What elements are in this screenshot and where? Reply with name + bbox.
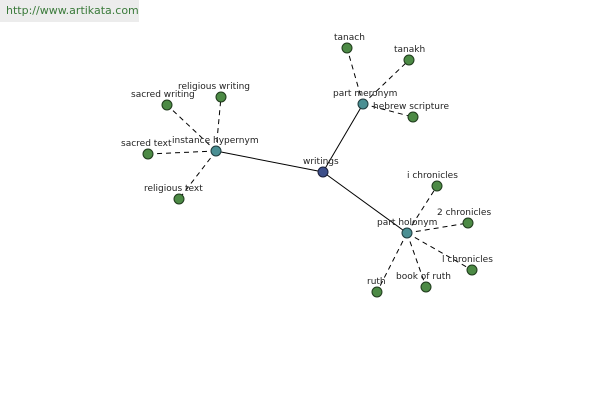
node-sacred-writing[interactable]	[161, 99, 173, 111]
node-sacred-text[interactable]	[142, 148, 154, 160]
label-part-meronym: part meronym	[333, 89, 397, 99]
label-2-chronicles: 2 chronicles	[437, 208, 491, 218]
label-tanach: tanach	[334, 33, 365, 43]
graph-nodes	[142, 42, 478, 298]
node-hebrew-scripture[interactable]	[407, 111, 419, 123]
edge-l-chronicles	[406, 232, 473, 271]
url-banner: http://www.artikata.com	[0, 0, 139, 22]
edge-sacred-writing	[166, 104, 217, 152]
edge-sacred-text	[147, 150, 217, 155]
node-writings[interactable]	[317, 166, 329, 178]
edge-2-chronicles	[406, 222, 469, 234]
graph-labels: writings part meronym tanach tanakh hebrew s…	[121, 33, 493, 287]
edge-religious-text	[178, 150, 217, 200]
edge-part-meronym	[322, 103, 364, 173]
node-2-chronicles[interactable]	[462, 217, 474, 229]
node-part-meronym[interactable]	[357, 98, 369, 110]
label-religious-writing: religious writing	[178, 82, 250, 92]
label-hebrew-scripture: hebrew scripture	[373, 102, 450, 112]
edge-ruth	[376, 232, 408, 293]
label-religious-text: religious text	[144, 184, 203, 194]
label-i-chronicles: i chronicles	[407, 171, 458, 181]
graph-edges	[147, 47, 473, 293]
label-l-chronicles: l chronicles	[442, 255, 493, 265]
label-sacred-writing: sacred writing	[131, 90, 195, 100]
site-url[interactable]: http://www.artikata.com	[6, 4, 139, 17]
label-tanakh: tanakh	[394, 45, 425, 55]
label-part-holonym: part holonym	[377, 218, 437, 228]
node-religious-writing[interactable]	[215, 91, 227, 103]
node-instance-hypernym[interactable]	[210, 145, 222, 157]
node-i-chronicles[interactable]	[431, 180, 443, 192]
label-sacred-text: sacred text	[121, 139, 172, 149]
edge-part-holonym	[322, 171, 408, 234]
edge-tanakh	[362, 59, 410, 105]
node-tanakh[interactable]	[403, 54, 415, 66]
label-writings: writings	[303, 157, 339, 167]
node-religious-text[interactable]	[173, 193, 185, 205]
node-tanach[interactable]	[341, 42, 353, 54]
node-book-of-ruth[interactable]	[420, 281, 432, 293]
edge-book-of-ruth	[406, 232, 427, 288]
edge-tanach	[346, 47, 364, 105]
node-l-chronicles[interactable]	[466, 264, 478, 276]
edge-religious-writing	[215, 96, 222, 152]
node-part-holonym[interactable]	[401, 227, 413, 239]
label-book-of-ruth: book of ruth	[396, 272, 451, 282]
edge-instance-hypernym	[215, 150, 324, 173]
node-ruth[interactable]	[371, 286, 383, 298]
edge-i-chronicles	[406, 185, 438, 234]
label-instance-hypernym: instance hypernym	[172, 136, 259, 146]
label-ruth: ruth	[367, 277, 386, 287]
